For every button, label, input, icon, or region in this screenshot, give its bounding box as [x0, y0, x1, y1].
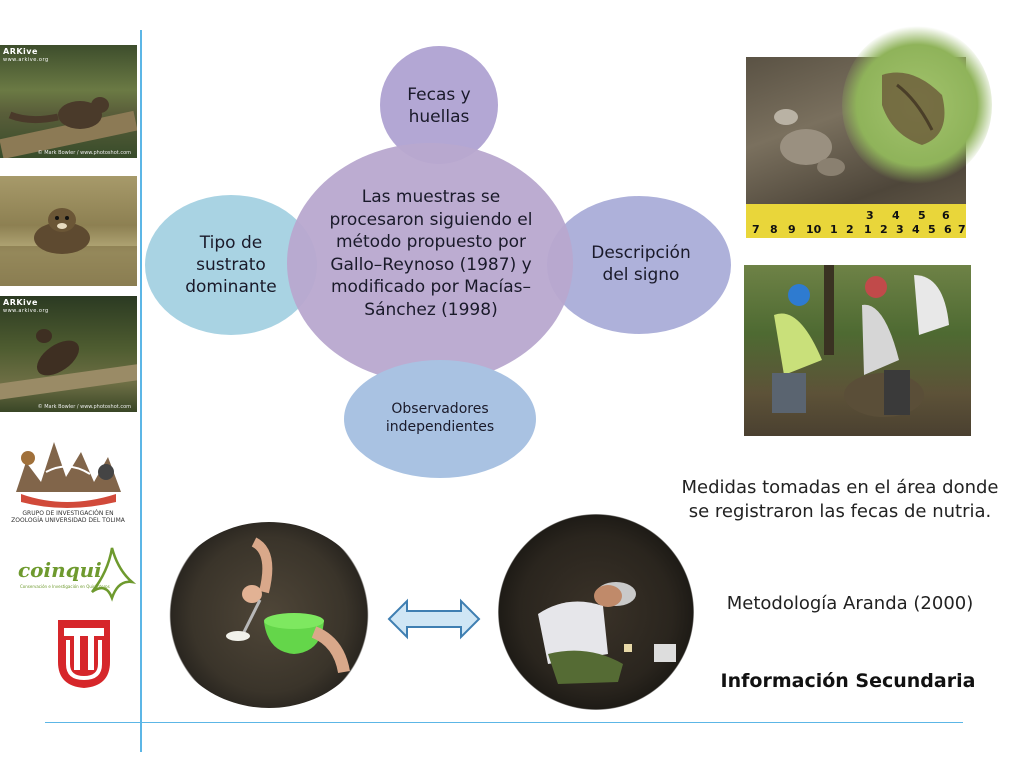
leaf-sample-illustration	[882, 72, 945, 145]
vertical-divider	[140, 30, 142, 752]
tape-num: 9	[788, 223, 796, 236]
tape-num: 3	[866, 209, 874, 222]
leaf-sample-vignette	[842, 25, 992, 185]
bottom-node-text: Observadores independientes	[385, 401, 495, 435]
tape-num: 1	[830, 223, 838, 236]
secondary-info-heading: Información Secundaria	[720, 670, 976, 692]
tape-num: 7	[752, 223, 760, 236]
center-node-text: Las muestras se procesaron siguiendo el …	[329, 187, 533, 320]
scat-sample-illustration	[774, 109, 845, 176]
tape-num: 7	[958, 223, 966, 236]
otter-on-branch-illustration	[0, 329, 137, 401]
methodology-caption: Metodología Aranda (2000)	[726, 593, 974, 614]
zoology-group-caption: GRUPO DE INVESTIGACIÓN EN ZOOLOGÍA UNIVE…	[11, 510, 125, 524]
arkive-logo: ARKive	[3, 298, 38, 307]
tape-num: 4	[912, 223, 920, 236]
field-researchers-photo	[744, 265, 971, 436]
tape-num: 1	[864, 223, 872, 236]
tape-num: 3	[896, 223, 904, 236]
bat-icon	[91, 547, 136, 602]
arkive-url: www.arkive.org	[3, 57, 49, 63]
coinqui-subtitle: Conservación e Investigación en Quirópte…	[20, 584, 110, 589]
ut-shield-icon	[58, 620, 110, 688]
otter-in-water-illustration	[0, 208, 137, 286]
field-researcher-crouching-photo	[498, 514, 694, 710]
right-node-text: Descripción del signo	[591, 243, 691, 285]
plaster-cast-illustration	[226, 537, 350, 674]
otter-photo-2	[0, 176, 137, 286]
otter-on-log-illustration	[0, 97, 137, 158]
diagram-node-bottom	[344, 360, 536, 478]
left-node-text: Tipo de sustrato dominante	[185, 233, 277, 297]
diagram-center-node	[287, 143, 573, 383]
otter-photo-3: ARKive www.arkive.org © Mark Bowler / ww…	[0, 296, 137, 412]
ut-university-logo: UT	[56, 618, 112, 690]
tape-num: 6	[942, 209, 950, 222]
diagram-node-right	[547, 196, 731, 334]
otter-photo-1: ARKive www.arkive.org © Mark Bowler / ww…	[0, 45, 137, 158]
double-arrow-icon	[387, 598, 481, 640]
tape-num: 8	[770, 223, 778, 236]
coinqui-wordmark: coinqui	[18, 558, 102, 582]
measures-caption: Medidas tomadas en el área donde se regi…	[681, 477, 999, 522]
tape-num: 5	[918, 209, 926, 222]
measuring-tape: 7 8 9 10 1 2 3 4 5 6 1 2 3 4 5 6 7	[746, 204, 966, 238]
tape-num: 4	[892, 209, 900, 222]
animal-collage-logo-icon	[16, 442, 121, 508]
photo-credit: © Mark Bowler / www.photoshot.com	[37, 150, 131, 156]
plaster-cast-photo	[164, 522, 374, 708]
horizontal-divider	[45, 722, 963, 723]
tape-num: 5	[928, 223, 936, 236]
tape-num: 2	[846, 223, 854, 236]
researchers-kneeling-illustration	[772, 265, 949, 417]
researcher-crouching-illustration	[538, 582, 676, 684]
arkive-logo: ARKive	[3, 47, 38, 56]
zoology-group-logo: GRUPO DE INVESTIGACIÓN EN ZOOLOGÍA UNIVE…	[6, 432, 130, 524]
photo-credit: © Mark Bowler / www.photoshot.com	[37, 404, 131, 410]
coinqui-logo: coinqui Conservación e Investigación en …	[18, 542, 136, 604]
top-node-text: Fecas y huellas	[407, 85, 471, 127]
tape-num: 6	[944, 223, 952, 236]
tape-num: 10	[806, 223, 822, 236]
tape-num: 2	[880, 223, 888, 236]
arkive-url: www.arkive.org	[3, 308, 49, 314]
